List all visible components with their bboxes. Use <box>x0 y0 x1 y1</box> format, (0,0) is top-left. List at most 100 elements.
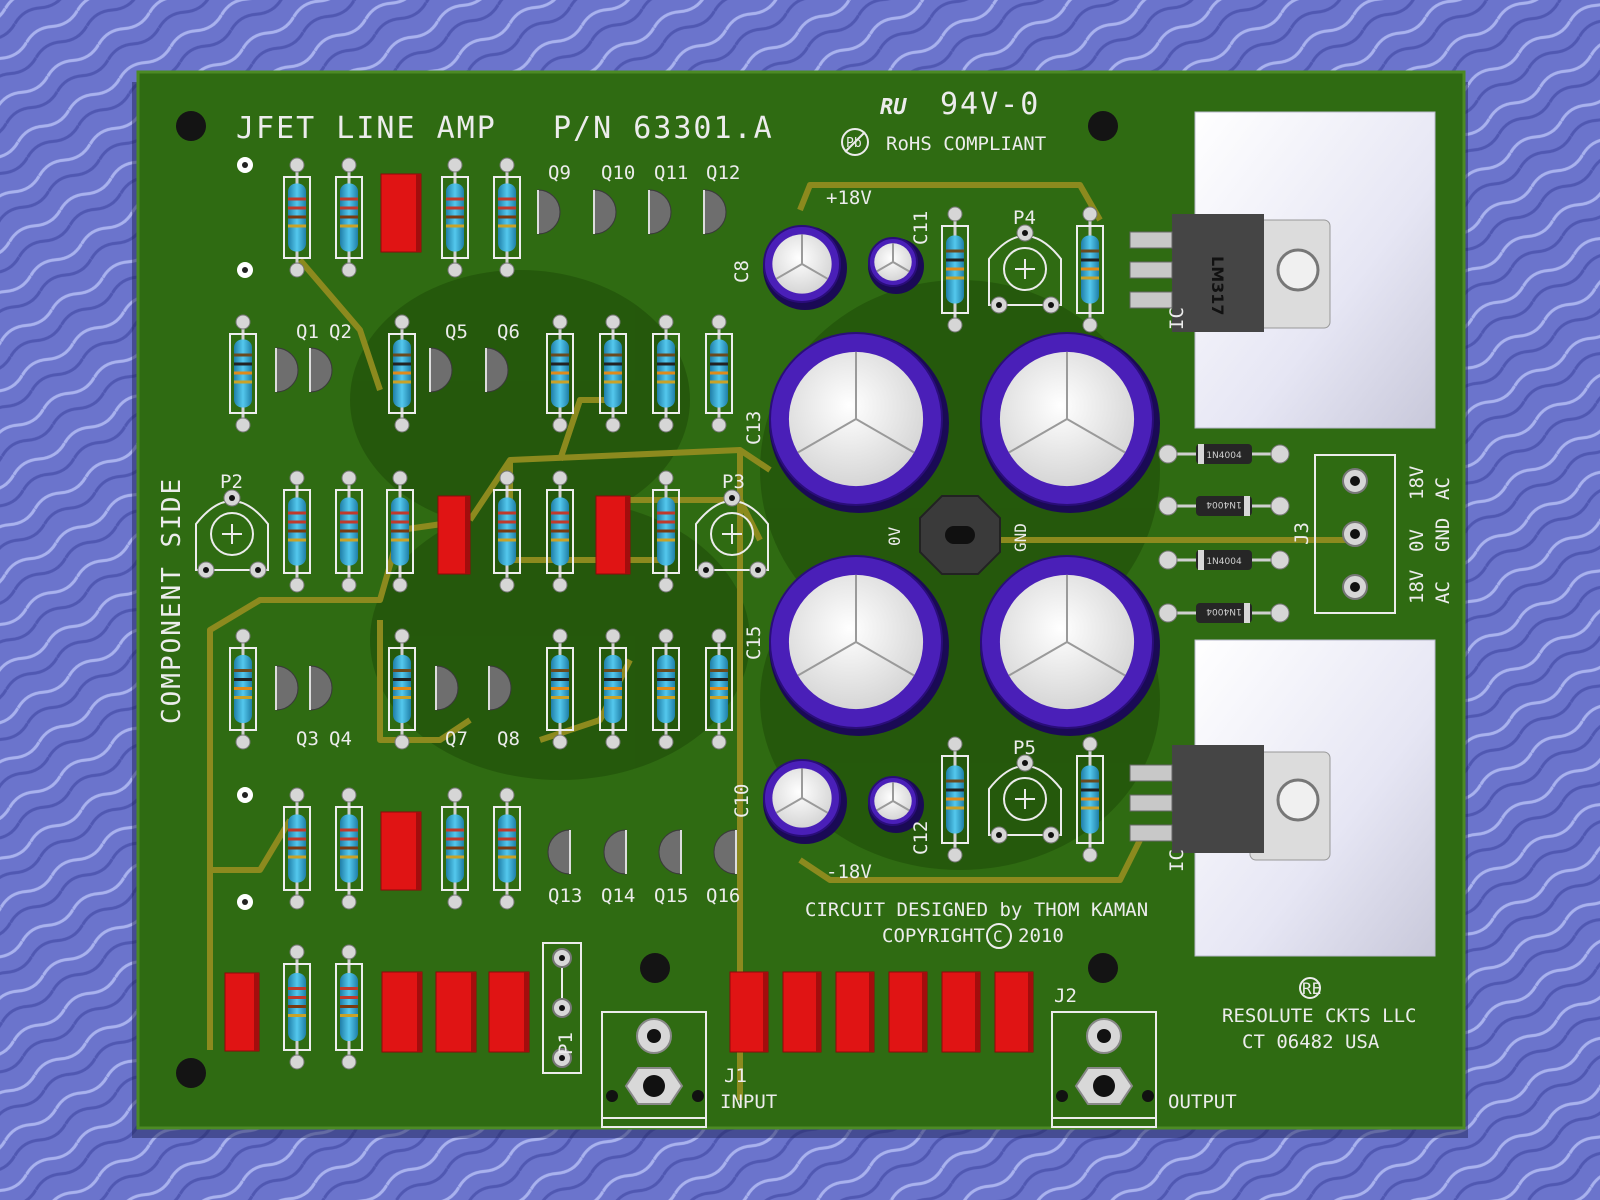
resistor-band <box>340 1014 358 1017</box>
resistor-pad <box>341 577 357 593</box>
cap-label: C8 <box>731 260 753 283</box>
resistor-band <box>551 538 569 542</box>
resistor-band <box>340 520 358 524</box>
resistor-band <box>498 224 516 228</box>
cap-vent <box>855 641 915 677</box>
resistor-band <box>1081 258 1099 262</box>
film-capacitor <box>729 971 769 1053</box>
resistor-pad <box>341 1054 357 1070</box>
resistors <box>229 157 1104 1070</box>
cap-vent <box>801 797 829 814</box>
resistor-band <box>393 362 411 366</box>
resistor-outline <box>941 755 969 844</box>
transistor-label: Q11 <box>654 162 688 184</box>
mounting-hole <box>1088 111 1118 141</box>
resistor-band <box>551 353 569 357</box>
resistor-band <box>393 371 411 375</box>
film-capacitor <box>488 971 530 1053</box>
resistor-band <box>1081 806 1099 810</box>
resistor <box>335 470 363 593</box>
resistor-band <box>393 380 411 384</box>
resistor-band <box>446 197 464 201</box>
transistor-body <box>485 347 509 393</box>
resistor-outline <box>283 176 311 259</box>
resistor-pad <box>711 628 727 644</box>
film-capacitor <box>595 495 631 575</box>
resistor <box>335 944 363 1070</box>
j3-pin-type: AC <box>1432 477 1454 500</box>
resistor-band <box>1081 788 1099 792</box>
resistor <box>283 470 311 593</box>
resistor <box>441 787 469 910</box>
diode-pad <box>1270 444 1290 464</box>
film-capacitor-shade <box>471 972 476 1052</box>
transistor <box>485 347 509 393</box>
transistor-body <box>593 189 617 235</box>
transistor-label: Q3 <box>296 728 319 750</box>
trim-pot <box>988 754 1062 844</box>
diode: 1N4004 <box>1158 444 1290 464</box>
resistor-band <box>498 837 516 841</box>
positive-rail-label: +18V <box>826 187 872 209</box>
transistor-label: Q9 <box>548 162 571 184</box>
electrolytic-capacitors <box>763 225 1160 844</box>
pot-label: P5 <box>1013 737 1036 759</box>
resistor-band <box>551 669 569 672</box>
resistor-band <box>234 371 252 375</box>
resistor-band <box>1081 249 1099 253</box>
resistor <box>229 314 257 433</box>
resistor-band <box>340 837 358 841</box>
resistor-band <box>657 362 675 366</box>
p1-header <box>542 942 582 1074</box>
transistor-body <box>658 829 682 875</box>
cap-label: C13 <box>743 411 765 445</box>
resistor-band <box>657 687 675 690</box>
j3-pin-type: AC <box>1432 581 1454 604</box>
copyright-circle <box>986 923 1012 949</box>
resistor-band <box>657 371 675 375</box>
company-location: CT 06482 USA <box>1242 1031 1380 1053</box>
designer-credit: CIRCUIT DESIGNED by THOM KAMAN <box>805 899 1148 921</box>
resistor-band <box>946 788 964 792</box>
film-capacitor-shade <box>625 496 630 574</box>
j3-pin-type: GND <box>1432 518 1454 552</box>
resistor-pad <box>658 470 674 486</box>
resistor-band <box>1081 797 1099 801</box>
resistor-pad <box>947 736 963 752</box>
resistor-outline <box>335 489 363 574</box>
resistor-band <box>288 529 306 533</box>
diode-band <box>1244 496 1250 516</box>
film-capacitor <box>835 971 875 1053</box>
resistor-pad <box>1082 317 1098 333</box>
resistor-pad <box>289 1054 305 1070</box>
resistor-band <box>393 687 411 690</box>
resistor-band <box>288 197 306 201</box>
resistor-band <box>340 215 358 219</box>
resistor-band <box>340 224 358 228</box>
transistor <box>603 829 627 875</box>
film-capacitor <box>224 972 260 1052</box>
resistor-band <box>710 678 728 681</box>
resistor <box>546 628 574 750</box>
pb-free-icon <box>841 128 869 156</box>
resistor-band <box>551 529 569 533</box>
resistor-band <box>657 696 675 699</box>
cap-vent <box>775 263 803 280</box>
resistor-pad <box>947 847 963 863</box>
resistor-outline <box>1076 225 1104 314</box>
resistor-pad <box>447 787 463 803</box>
resistor-pad <box>289 577 305 593</box>
input-connector <box>601 1011 707 1128</box>
company-logo: RE <box>1302 979 1321 998</box>
resistor <box>386 470 414 593</box>
cap-vent <box>876 261 894 273</box>
output-ref: J2 <box>1054 985 1077 1007</box>
rohs-label: RoHS COMPLIANT <box>886 133 1046 155</box>
resistor-band <box>551 371 569 375</box>
resistor <box>493 787 521 910</box>
resistor <box>388 628 416 750</box>
j3-pin-volt: 18V <box>1406 466 1428 500</box>
resistor-band <box>604 669 622 672</box>
resistor-band <box>288 206 306 210</box>
